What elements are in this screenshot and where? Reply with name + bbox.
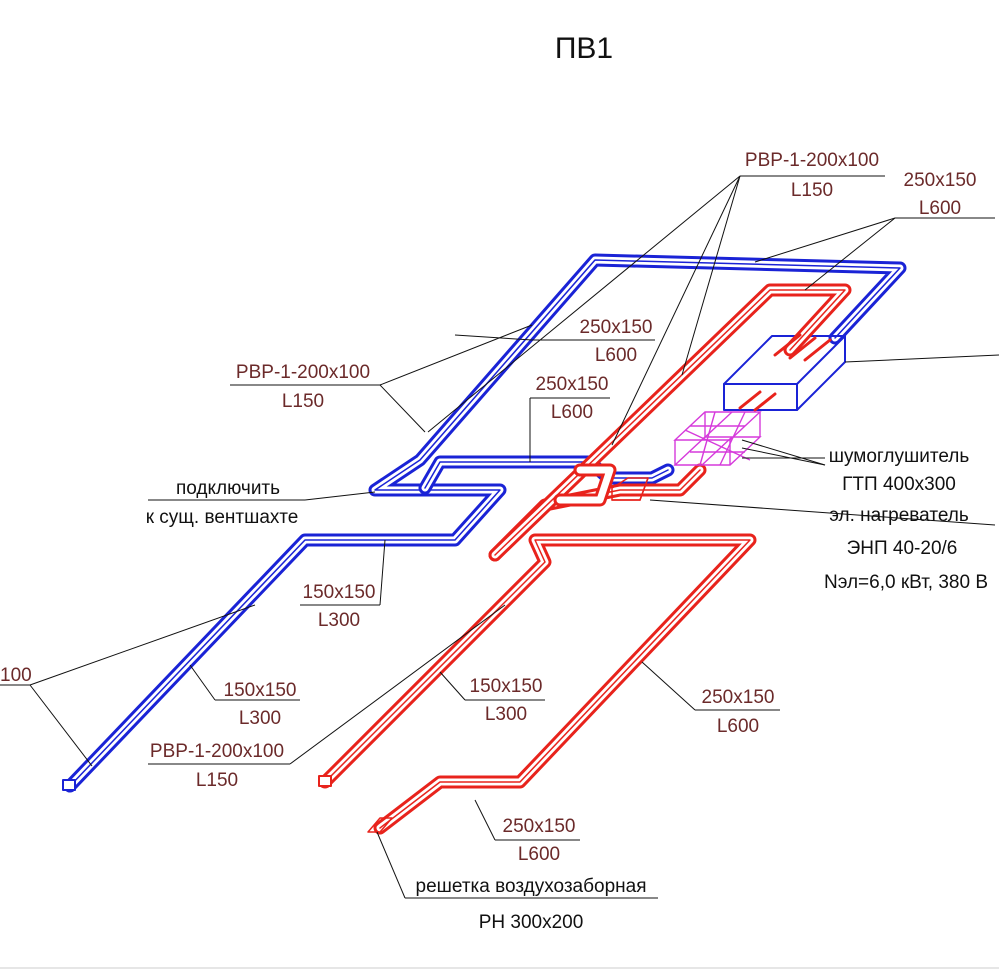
intake-grille [367,817,393,833]
supply-duct-core [324,539,751,829]
label-size-mid2-1: 250х150 [536,374,609,395]
label-size-top-1: 250х150 [904,170,977,191]
label-grille-2: РН 300х200 [479,912,584,933]
leader-lines [0,175,999,899]
label-rvr-bottom-2: L150 [196,770,238,791]
label-size-mid2-2: L600 [551,402,593,423]
label-size-mid1-1: 250х150 [580,317,653,338]
labels: РВР-1-200х100 L150 250х150 L600 250х150 … [0,150,988,933]
label-connect-2: к сущ. вентшахте [146,507,299,528]
supply-end-cap [318,775,332,787]
label-s150-b-2: L300 [239,708,281,729]
label-size-right-2: L600 [717,716,759,737]
label-rvr-left-1: РВР-1-200х100 [236,362,370,383]
supply-offset-inner [556,466,614,504]
label-cut-left: 100 [0,665,32,686]
supply-riser-core [494,289,846,556]
label-grille-1: решетка воздухозаборная [416,876,647,897]
label-size-bottom-1: 250х150 [503,816,576,837]
label-rvr-bottom-1: РВР-1-200х100 [150,741,284,762]
label-rvr-top-2: L150 [791,180,833,201]
label-heater-3: Nэл=6,0 кВт, 380 В [824,572,988,593]
label-size-bottom-2: L600 [518,844,560,865]
label-rvr-top-1: РВР-1-200х100 [745,150,879,171]
label-heater-1: эл. нагреватель [829,505,969,526]
label-connect-1: подключить [176,478,280,499]
supply-riser-inner [491,286,849,559]
label-silencer-1: шумоглушитель [829,446,970,467]
label-size-right-1: 250х150 [702,687,775,708]
label-s150-a-1: 150х150 [303,582,376,603]
label-size-mid1-2: L600 [595,345,637,366]
label-s150-c-2: L300 [485,704,527,725]
label-silencer-2: ГТП 400х300 [842,474,956,495]
label-rvr-left-2: L150 [282,391,324,412]
exhaust-duct-core [69,259,901,787]
supply-duct [318,283,852,835]
label-size-top-2: L600 [919,198,961,219]
label-s150-a-2: L300 [318,610,360,631]
silencer [673,411,762,466]
label-s150-b-1: 150х150 [224,680,297,701]
label-s150-c-1: 150х150 [470,676,543,697]
supply-riser-outer [488,283,852,562]
label-heater-2: ЭНП 40-20/6 [847,538,958,559]
diagram-title: ПВ1 [555,32,613,65]
exhaust-end-cap [62,779,76,791]
